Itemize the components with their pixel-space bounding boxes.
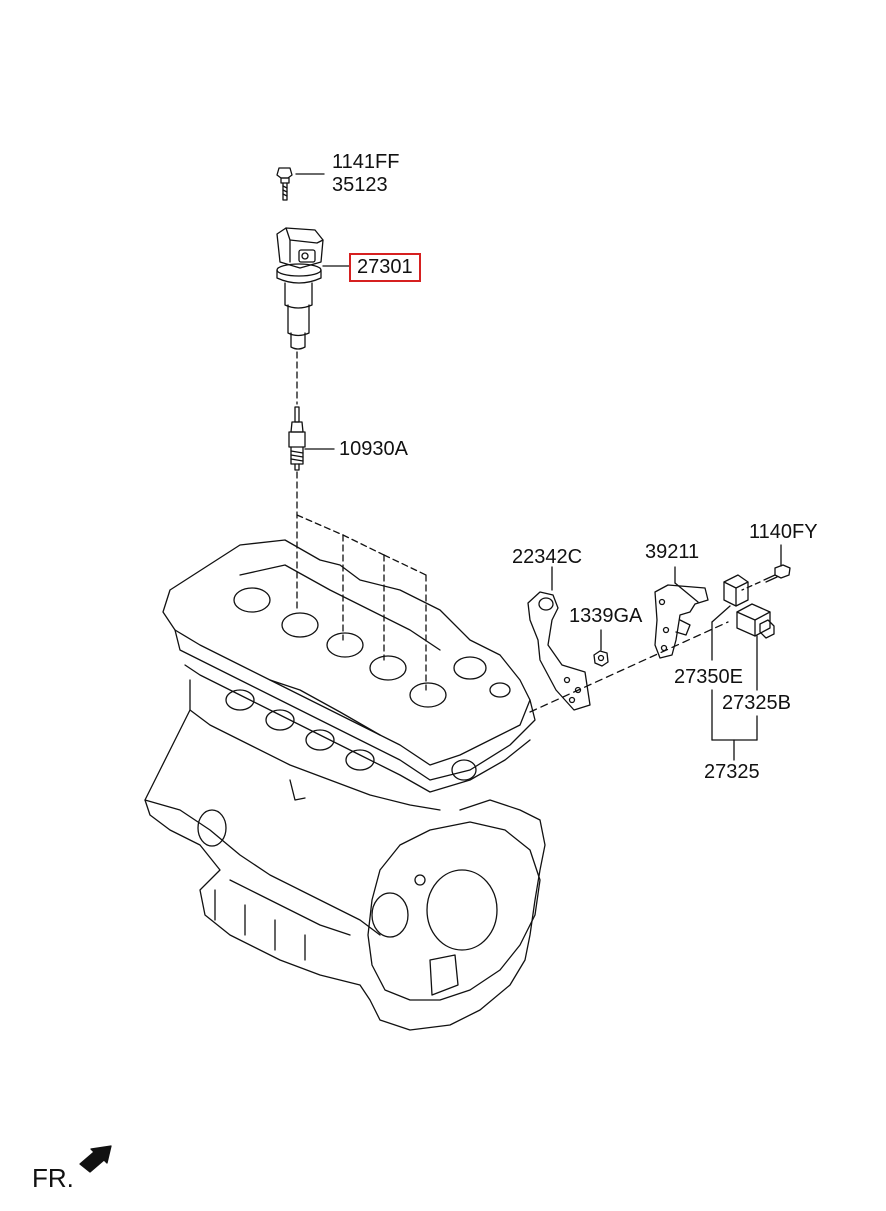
axis-line bbox=[742, 582, 760, 590]
sensor-icon bbox=[724, 575, 748, 606]
part-label-1140FY[interactable]: 1140FY bbox=[749, 521, 818, 543]
ignition-coil-icon bbox=[277, 228, 323, 349]
part-label-27325B[interactable]: 27325B bbox=[722, 692, 791, 714]
part-label-39211[interactable]: 39211 bbox=[645, 541, 700, 563]
connector-icon bbox=[737, 604, 774, 638]
front-direction-label: FR. bbox=[32, 1163, 74, 1193]
leader-line bbox=[712, 606, 730, 622]
bolt-icon bbox=[277, 168, 292, 200]
nut-icon bbox=[594, 651, 608, 666]
cylinder-projection bbox=[297, 515, 426, 690]
part-label-1141FF[interactable]: 1141FF bbox=[332, 151, 400, 173]
part-label-27325[interactable]: 27325 bbox=[704, 761, 760, 783]
part-label-27350E[interactable]: 27350E bbox=[674, 666, 743, 688]
group-bracket bbox=[712, 690, 757, 760]
engine-block-icon bbox=[145, 540, 545, 1030]
front-direction-arrow-icon bbox=[80, 1146, 111, 1172]
part-label-22342C[interactable]: 22342C bbox=[512, 546, 583, 568]
part-label-1339GA[interactable]: 1339GA bbox=[569, 605, 643, 627]
part-label-10930A[interactable]: 10930A bbox=[339, 438, 408, 460]
bolt-icon bbox=[764, 565, 790, 582]
part-label-27301-highlighted[interactable]: 27301 bbox=[349, 253, 421, 282]
sensor-bracket-icon bbox=[655, 585, 708, 658]
bracket-icon bbox=[528, 592, 590, 710]
part-label-35123[interactable]: 35123 bbox=[332, 174, 388, 196]
spark-plug-icon bbox=[289, 407, 305, 470]
